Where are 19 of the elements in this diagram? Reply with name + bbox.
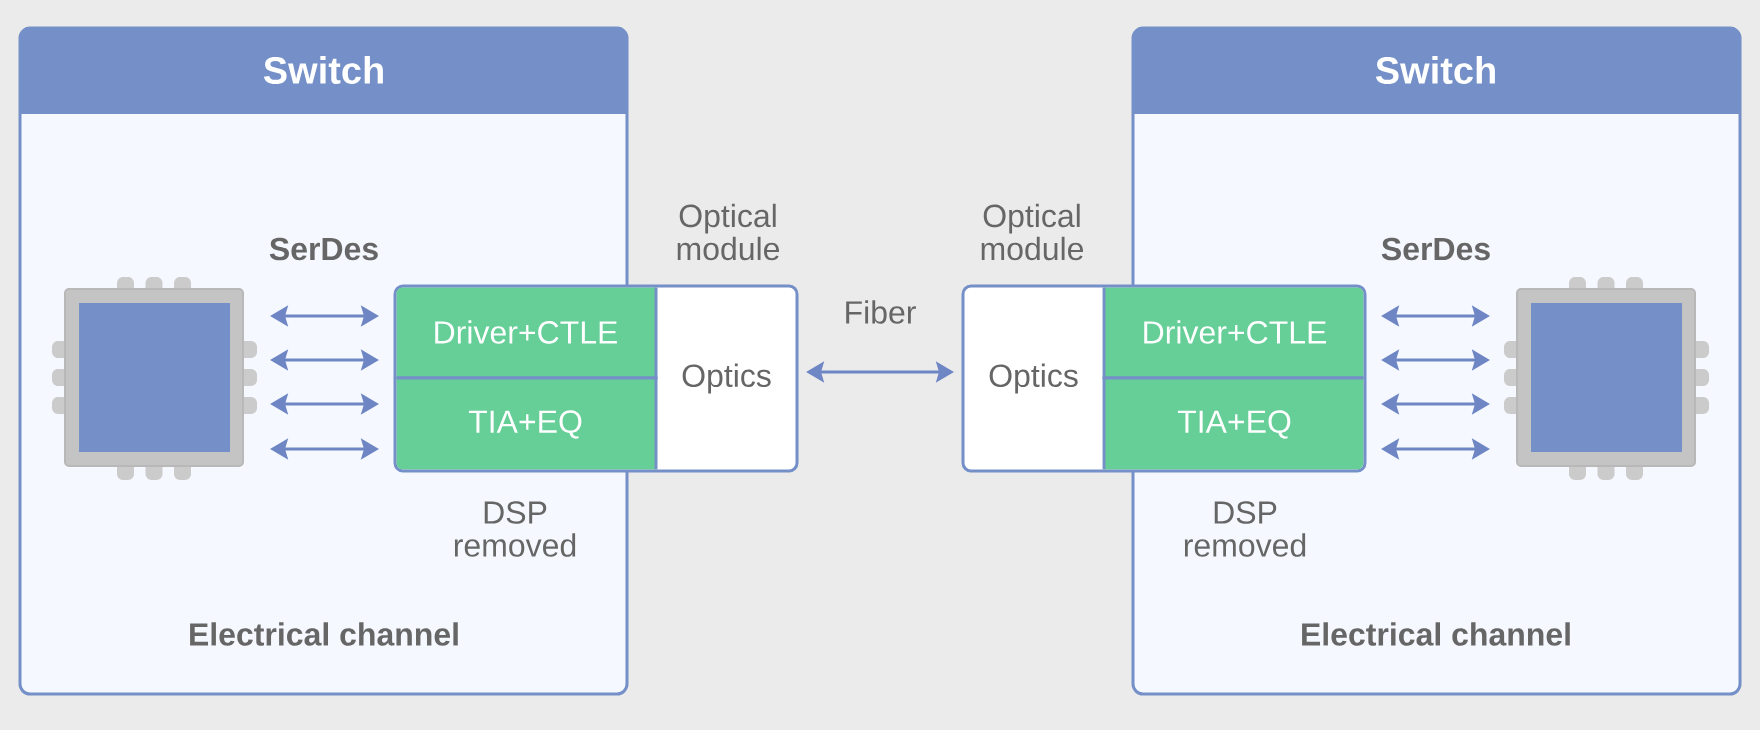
chip-icon: [1504, 277, 1709, 480]
text-label: SerDes: [1381, 237, 1490, 261]
module-heading: Optical module: [677, 203, 780, 261]
panel-caption: Electrical channel: [190, 622, 458, 646]
block-label: Optics: [989, 363, 1078, 394]
module-heading: Optical module: [981, 203, 1084, 261]
function-block: TIA+EQ: [1102, 376, 1364, 470]
note-text: DSP removed: [1184, 501, 1306, 557]
note-text: DSP removed: [454, 501, 576, 557]
panel-title: Switch: [263, 56, 383, 84]
panel-caption: Electrical channel: [1302, 622, 1570, 646]
text-label: SerDes: [269, 237, 378, 261]
chip-icon: [52, 277, 257, 480]
panel-title: Switch: [1375, 56, 1495, 84]
edge-label: Fiber: [839, 296, 921, 328]
block-label: Optics: [682, 363, 771, 394]
function-block: TIA+EQ: [396, 376, 658, 470]
function-block: Driver+CTLE: [1102, 287, 1364, 380]
function-block: Driver+CTLE: [396, 287, 658, 380]
